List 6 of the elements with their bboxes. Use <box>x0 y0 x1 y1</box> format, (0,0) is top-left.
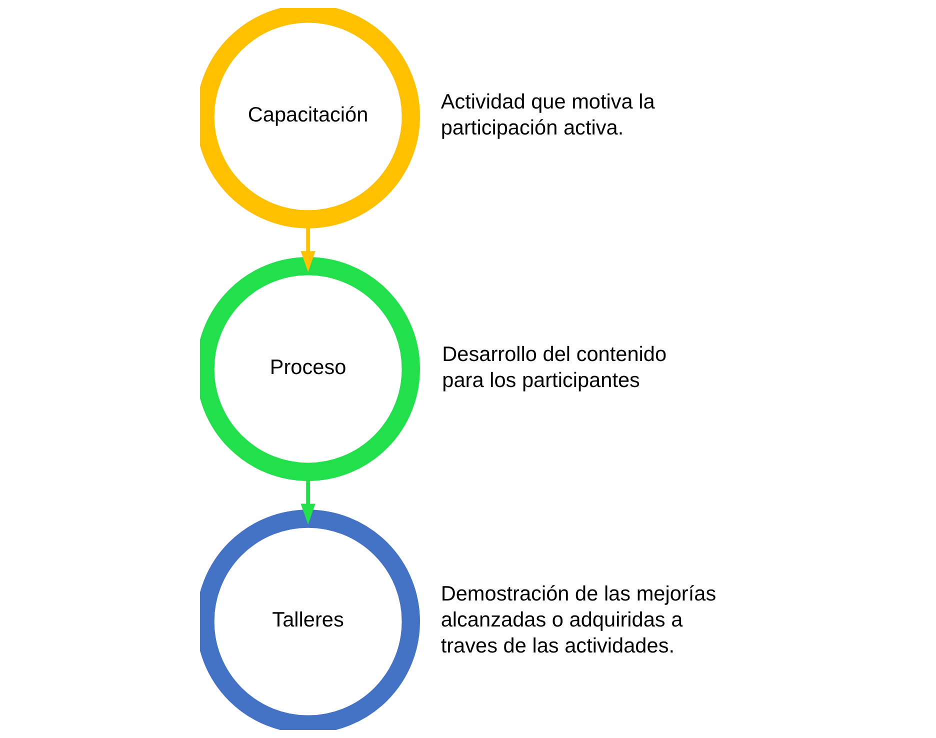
node-label: Actividad que motiva la participación activa. <box>440 90 654 140</box>
node-circle: Capacitación <box>200 8 420 228</box>
node-circle: Proceso <box>200 257 420 481</box>
node-label: Desarrollo del contenido para los participantes <box>442 342 666 392</box>
node-label: Demostración de las mejorías alcanzadas o adquiridas a traves de las actividades. <box>440 582 716 658</box>
node-circle: Talleres <box>200 510 420 730</box>
